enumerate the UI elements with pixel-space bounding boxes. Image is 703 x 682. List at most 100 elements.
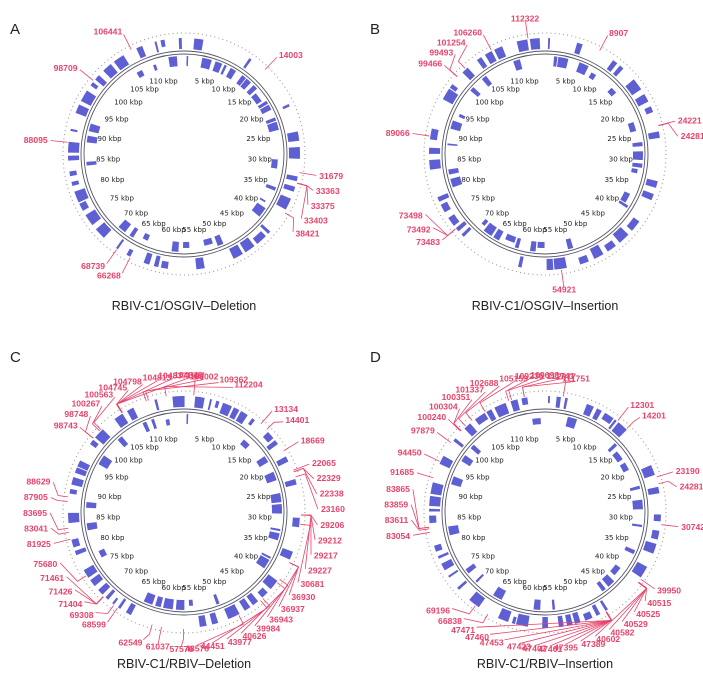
kbp-tick-label: 65 kbp: [503, 220, 528, 228]
variant-position-label: 47401: [538, 644, 562, 654]
variant-position-label: 57576: [169, 644, 193, 654]
backbone-inner: [83, 53, 285, 255]
gene-feature: [532, 418, 541, 425]
variant-leader-line: [508, 377, 545, 400]
variant-position-label: 36943: [269, 614, 293, 624]
gene-feature: [589, 244, 604, 259]
gene-feature: [71, 538, 81, 548]
kbp-tick-label: 5 kbp: [195, 77, 215, 85]
variant-position-label: 111741: [547, 371, 575, 381]
variant-leader-line: [50, 140, 68, 143]
variant-leader-line: [416, 472, 434, 479]
gene-feature: [601, 412, 614, 425]
variant-position-label: 83865: [386, 484, 410, 494]
backbone-inner: [83, 411, 285, 613]
gene-feature: [455, 221, 467, 232]
variant-position-label: 22329: [317, 473, 341, 483]
variant-leader-line: [424, 453, 440, 462]
gene-feature: [256, 456, 269, 468]
gene-feature: [476, 57, 488, 70]
kbp-tick-label: 30 kbp: [609, 156, 634, 164]
variant-position-label: 33403: [304, 215, 328, 225]
gene-feature: [86, 161, 97, 166]
gene-feature: [175, 599, 185, 610]
dotted-track: [62, 390, 306, 634]
kbp-tick-label: 60 kbp: [523, 226, 548, 234]
kbp-tick-label: 15 kbp: [228, 457, 253, 465]
gene-feature: [143, 252, 153, 265]
gene-feature: [620, 191, 631, 203]
gene-feature: [262, 431, 274, 443]
variant-leader-line: [266, 562, 300, 618]
kbp-tick-label: 50 kbp: [202, 220, 227, 228]
kbp-tick-label: 20 kbp: [600, 116, 625, 124]
kbp-tick-label: 110 kbp: [510, 77, 539, 85]
variant-position-label: 99466: [418, 58, 442, 68]
kbp-tick-label: 90 kbp: [459, 135, 484, 143]
gene-feature: [276, 194, 292, 210]
variant-leader-line: [293, 463, 310, 471]
gene-feature: [447, 143, 458, 147]
gene-feature: [126, 407, 139, 421]
gene-feature: [239, 598, 251, 611]
gene-feature: [565, 613, 573, 626]
gene-feature: [612, 65, 624, 77]
variant-leader-line: [300, 514, 312, 555]
variant-position-label: 83695: [23, 508, 47, 518]
variant-leader-line: [297, 182, 309, 205]
variant-leader-line: [656, 471, 673, 478]
gene-feature: [88, 123, 101, 134]
kbp-tick-label: 40 kbp: [595, 552, 620, 560]
gene-feature: [529, 38, 541, 50]
variant-leader-line: [412, 133, 430, 137]
gene-feature: [596, 580, 606, 592]
kbp-tick-label: 110 kbp: [149, 77, 178, 85]
gene-feature: [565, 416, 578, 429]
panel-caption: RBIV-C1/OSGIV–Insertion: [472, 299, 619, 313]
kbp-tick-label: 20 kbp: [239, 116, 264, 124]
variant-position-label: 100351: [442, 392, 471, 402]
gene-feature: [114, 413, 129, 428]
variant-position-label: 83611: [385, 515, 409, 525]
gene-feature: [505, 233, 517, 243]
gene-feature: [74, 467, 88, 477]
gene-feature: [195, 257, 205, 270]
gene-feature: [207, 398, 213, 411]
variant-leader-line: [181, 628, 184, 647]
panel-letter: D: [370, 349, 381, 366]
gene-feature: [68, 512, 80, 524]
gene-feature: [168, 56, 178, 68]
kbp-tick-label: 45 kbp: [220, 567, 245, 575]
variant-leader-line: [658, 122, 679, 137]
variant-leader-line: [49, 512, 69, 531]
gene-feature: [626, 217, 640, 231]
variant-position-label: 112322: [511, 13, 539, 23]
gene-feature: [516, 39, 529, 53]
position-labels-c: 1527131341440118669220652232922338231602…: [23, 370, 345, 654]
gene-feature: [74, 188, 89, 203]
variant-position-label: 40515: [647, 598, 671, 608]
gene-feature: [265, 117, 277, 124]
variant-position-label: 47460: [465, 632, 489, 642]
variant-leader-line: [121, 257, 131, 274]
variant-position-label: 102688: [470, 378, 499, 388]
gene-feature: [607, 87, 617, 97]
gene-feature: [83, 564, 98, 578]
gene-feature: [474, 412, 489, 426]
gene-feature: [470, 444, 482, 455]
gene-feature: [606, 60, 618, 72]
gene-feature: [484, 51, 497, 65]
variant-leader-line: [66, 576, 104, 605]
variant-position-label: 68739: [81, 261, 105, 271]
variant-position-label: 1527: [186, 370, 205, 380]
variant-position-label: 101254: [437, 37, 466, 47]
gene-feature: [632, 162, 643, 168]
variant-position-label: 47423: [507, 642, 531, 652]
variant-position-label: 29212: [318, 536, 342, 546]
variant-position-label: 109698: [530, 370, 559, 380]
gene-feature: [115, 239, 125, 250]
gene-feature: [515, 613, 530, 627]
